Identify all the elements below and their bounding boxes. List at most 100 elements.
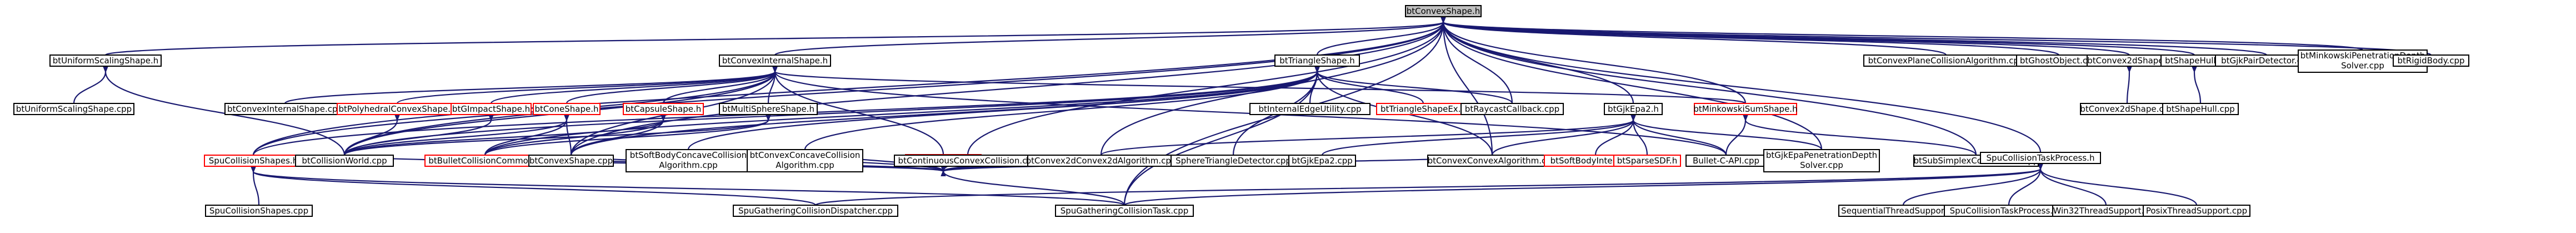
edge-btcollisionworld-cpp-includes-btpolyhedralconvexshape-h: [343, 120, 397, 156]
node-box: [747, 149, 863, 172]
edge-btsubsimplexconvexcast-cpp-includes-btminkowskisumshape-h: [1745, 120, 1977, 156]
edge-spucollisionshapes-cpp-includes-spucollisionshapes-h: [253, 172, 260, 206]
edge-btcollisionworld-cpp-includes-btconvexshape-h: [343, 22, 1443, 156]
node-bttriangleshape-h[interactable]: btTriangleShape.h: [1274, 54, 1360, 67]
node-label: SpuGatheringCollisionDispatcher.cpp: [738, 206, 893, 216]
node-label: Solver.cpp: [1800, 160, 1843, 170]
edge-btbulletcollisioncommon-h-includes-btcapsuleshape-h: [484, 120, 663, 156]
node-box: [626, 149, 751, 172]
node-label: Bullet-C-API.cpp: [1693, 156, 1759, 166]
node-btgjkepa2-cpp[interactable]: btGjkEpa2.cpp: [1288, 155, 1356, 167]
node-box: [295, 155, 394, 167]
node-label: btPolyhedralConvexShape.h: [338, 104, 456, 114]
node-label: btGjkEpa2.cpp: [1292, 156, 1353, 166]
node-box: [719, 103, 818, 115]
node-label: btConvexShape.h: [1407, 6, 1480, 16]
node-btconeshape-h[interactable]: btConeShape.h: [533, 103, 601, 115]
node-btconvex2dshape-cpp[interactable]: btConvex2dShape.cpp: [2080, 103, 2174, 115]
edge-btsoftbodyinternals-h-includes-btgjkepa2-h: [1594, 120, 1633, 156]
edge-btconvex2dconvex2dalgorithm-cpp-includes-btgjkepa2-h: [1100, 120, 1633, 156]
edge-btminkowskisumshape-h-includes-btconvexshape-h: [1443, 22, 1747, 104]
node-btrigidbody-cpp[interactable]: btRigidBody.cpp: [2393, 54, 2469, 67]
node-label: btUniformScalingShape.cpp: [16, 104, 132, 114]
node-box: [1604, 103, 1663, 115]
node-box: [533, 103, 601, 115]
node-btsparsesdf-h[interactable]: btSparseSDF.h: [1613, 155, 1681, 167]
node-btshapehull-cpp[interactable]: btShapeHull.cpp: [2162, 103, 2239, 115]
node-box: [719, 54, 831, 67]
node-spucollisionshapes-cpp[interactable]: SpuCollisionShapes.cpp: [205, 205, 313, 217]
node-label: btGjkEpa2.h: [1608, 104, 1659, 114]
node-label: btConvexInternalShape.h: [722, 56, 828, 66]
edge-btpolyhedralconvexshape-h-includes-btconvexinternalshape-h: [396, 72, 775, 105]
node-btminkowskisumshape-h[interactable]: btMinkowskiSumShape.h: [1693, 103, 1798, 115]
node-label: btGjkPairDetector.cpp: [2221, 56, 2312, 66]
node-btcapsuleshape-h[interactable]: btCapsuleShape.h: [623, 103, 704, 115]
node-label: btGhostObject.cpp: [2020, 56, 2098, 66]
node-btuniformscalingshape-cpp[interactable]: btUniformScalingShape.cpp: [13, 103, 134, 115]
node-btraycastcallback-cpp[interactable]: btRaycastCallback.cpp: [1460, 103, 1564, 115]
node-label: btConvexConvexAlgorithm.cpp: [1428, 156, 1557, 166]
node-label: SphereTriangleDetector.cpp: [1176, 156, 1291, 166]
node-btmultisphereshape-h[interactable]: btMultiSphereShape.h: [719, 103, 818, 115]
edge-spucollisiontaskprocess-h-includes-btconvexshape-h: [1443, 22, 2042, 153]
node-label: btSoftBodyConcaveCollision: [630, 150, 747, 160]
node-btgjkpairdetector-cpp[interactable]: btGjkPairDetector.cpp: [2215, 54, 2318, 67]
node-label: PosixThreadSupport.cpp: [2146, 206, 2247, 216]
node-btconvex2dconvex2dalgorithm-cpp[interactable]: btConvex2dConvex2dAlgorithm.cpp: [1026, 155, 1177, 167]
node-label: btInternalEdgeUtility.cpp: [1258, 104, 1361, 114]
edge-btrigidbody-cpp-includes-btconvexshape-h: [1443, 22, 2432, 56]
node-win32threadsupport-cpp[interactable]: Win32ThreadSupport.cpp: [2052, 205, 2160, 217]
edge-spugatheringcollisiontask-cpp-includes-bttriangleshape-h: [1123, 72, 1317, 206]
node-btinternaledgeutility-cpp[interactable]: btInternalEdgeUtility.cpp: [1249, 103, 1370, 115]
edge-btraycastcallback-cpp-includes-btconvexshape-h: [1443, 22, 1513, 104]
node-spucollisiontaskprocess-h[interactable]: SpuCollisionTaskProcess.h: [1980, 152, 2101, 164]
edge-btcollisionworld-cpp-includes-btcapsuleshape-h: [343, 120, 663, 156]
node-box: [2393, 54, 2469, 67]
node-btconvexplanecollisionalgorithm-cpp[interactable]: btConvexPlaneCollisionAlgorithm.cpp: [1863, 54, 2029, 67]
node-label: btMultiSphereShape.h: [722, 104, 814, 114]
node-btconvexshape-cpp[interactable]: btConvexShape.cpp: [528, 155, 614, 167]
edge-btgimpactshape-h-includes-btconvexinternalshape-h: [490, 72, 775, 104]
node-spucollisiontaskprocess-cpp[interactable]: SpuCollisionTaskProcess.cpp: [1944, 205, 2074, 217]
node-btpolyhedralconvexshape-h[interactable]: btPolyhedralConvexShape.h: [337, 103, 458, 115]
node-spugatheringcollisiondispatcher-cpp[interactable]: SpuGatheringCollisionDispatcher.cpp: [733, 205, 898, 217]
edge-layer: [73, 22, 2432, 206]
node-btconvexshape-h: btConvexShape.h: [1405, 5, 1482, 17]
node-btconvexconvexalgorithm-cpp[interactable]: btConvexConvexAlgorithm.cpp: [1427, 155, 1557, 167]
node-box: [205, 205, 313, 217]
node-bullet-c-api-cpp[interactable]: Bullet-C-API.cpp: [1685, 155, 1767, 167]
edge-spugatheringcollisiondispatcher-cpp-includes-spucollisiontaskprocess-h: [814, 169, 2040, 206]
edge-btconvexconvexalgorithm-cpp-includes-btconvexshape-h: [1443, 22, 1493, 156]
node-btghostobject-cpp[interactable]: btGhostObject.cpp: [2016, 54, 2102, 67]
node-btuniformscalingshape-h[interactable]: btUniformScalingShape.h: [49, 54, 162, 67]
node-btshapehull-h[interactable]: btShapeHull.h: [2160, 54, 2228, 67]
node-spucollisionshapes-h[interactable]: SpuCollisionShapes.h: [204, 155, 303, 167]
node-btgjkepa2-h[interactable]: btGjkEpa2.h: [1604, 103, 1663, 115]
node-bttriangleshapeex-h[interactable]: btTriangleShapeEx.h: [1376, 103, 1470, 115]
node-spugatheringcollisiontask-cpp[interactable]: SpuGatheringCollisionTask.cpp: [1055, 205, 1194, 217]
node-label: SpuCollisionTaskProcess.cpp: [1950, 206, 2068, 216]
node-spheretriangledetector-cpp[interactable]: SphereTriangleDetector.cpp: [1171, 155, 1296, 167]
edge-bullet-c-api-cpp-includes-btminkowskisumshape-h: [1725, 120, 1745, 156]
node-btcollisionworld-cpp[interactable]: btCollisionWorld.cpp: [295, 155, 394, 167]
node-label: btUniformScalingShape.h: [53, 56, 159, 66]
edge-btcollisionworld-cpp-includes-btgimpactshape-h: [343, 120, 491, 156]
node-label: btTriangleShapeEx.h: [1380, 104, 1466, 114]
edge-btraycastcallback-cpp-includes-bttriangleshape-h: [1317, 72, 1513, 104]
node-label: btConeShape.h: [534, 104, 598, 114]
edge-btuniformscalingshape-cpp-includes-btuniformscalingshape-h: [73, 72, 106, 104]
node-btconvexinternalshape-cpp[interactable]: btConvexInternalShape.cpp: [224, 103, 346, 115]
node-btcontinuousconvexcollision-cpp[interactable]: btContinuousConvexCollision.cpp: [894, 155, 1042, 167]
node-posixthreadsupport-cpp[interactable]: PosixThreadSupport.cpp: [2143, 205, 2250, 217]
edge-btgjkepapenetrationdepthsolver-cpp-includes-btconvexshape-h: [1443, 22, 1823, 150]
node-btconvexinternalshape-h[interactable]: btConvexInternalShape.h: [719, 54, 831, 67]
node-btconvex2dshape-h[interactable]: btConvex2dShape.h: [2087, 54, 2172, 67]
node-btbulletcollisioncommon-h[interactable]: btBulletCollisionCommon.h: [424, 155, 546, 167]
node-label: btGjkEpaPenetrationDepth: [1766, 150, 1877, 160]
node-btgimpactshape-h[interactable]: btGImpactShape.h: [451, 103, 532, 115]
edge-spucollisionshapes-h-includes-btconvexshape-h: [252, 22, 1443, 156]
